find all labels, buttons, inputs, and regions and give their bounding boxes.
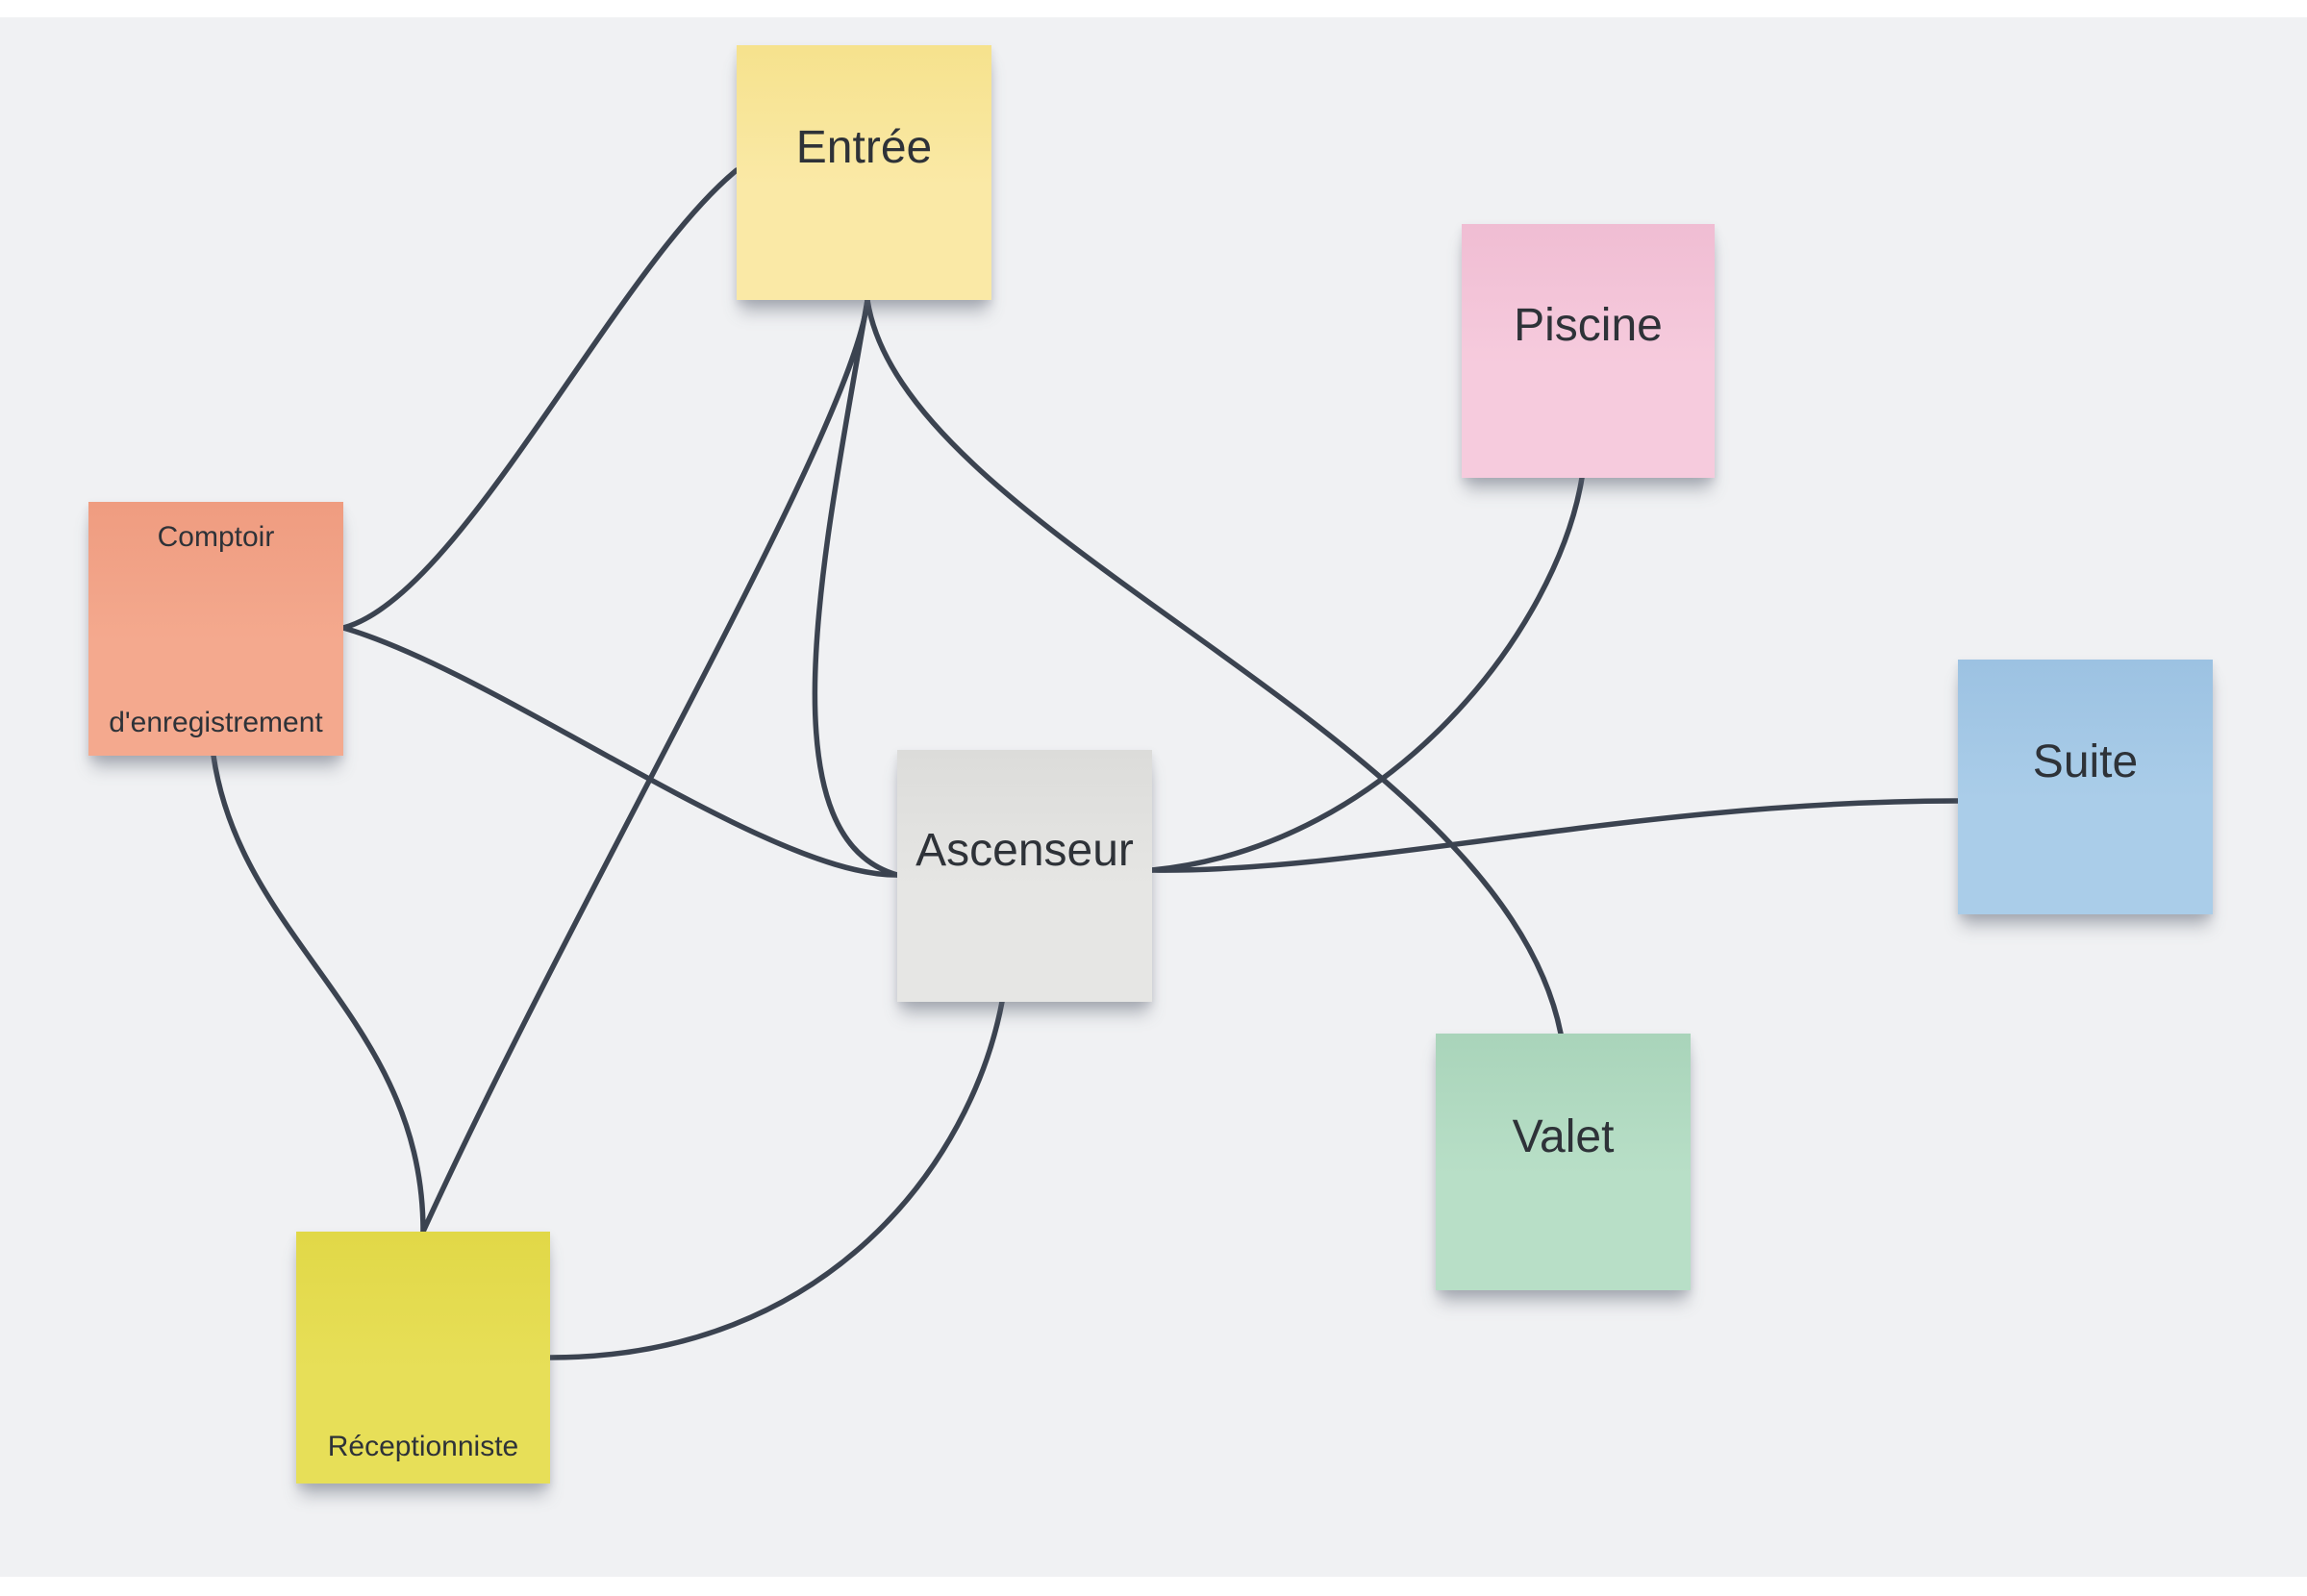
connector-comptoir-to-receptionniste[interactable] (211, 753, 426, 1234)
sticky-note-label: Ascenseur (915, 825, 1134, 876)
sticky-note-label: Piscine (1514, 300, 1663, 351)
sticky-note-label: d'enregistrement (109, 706, 323, 738)
connector-entree-to-ascenseur[interactable] (812, 297, 900, 878)
sticky-note-suite[interactable]: Suite (1958, 660, 2213, 914)
sticky-note-label: Valet (1512, 1110, 1615, 1162)
sticky-note-label: Entrée (795, 121, 933, 173)
sticky-note-label: Réceptionniste (327, 1430, 519, 1462)
connector-comptoir-to-ascenseur[interactable] (340, 625, 900, 878)
sticky-note-entree[interactable]: Entrée (737, 45, 991, 300)
sticky-note-valet[interactable]: Valet (1436, 1034, 1691, 1290)
sticky-note-comptoir-denregistrement[interactable]: Comptoir d'enregistrement (88, 502, 343, 756)
connector-comptoir-to-entree[interactable] (340, 167, 740, 631)
connector-ascenseur-to-suite[interactable] (1149, 798, 1961, 873)
sticky-note-ascenseur[interactable]: Ascenseur (897, 750, 1152, 1002)
connector-entree-to-valet[interactable] (865, 297, 1564, 1036)
sticky-note-label: Suite (2032, 736, 2139, 787)
sticky-note-receptionniste[interactable]: Réceptionniste (296, 1232, 550, 1484)
sticky-note-label: Comptoir (157, 521, 275, 553)
connector-entree-to-receptionniste[interactable] (420, 297, 870, 1234)
connector-piscine-to-ascenseur[interactable] (1149, 475, 1585, 873)
connector-ascenseur-to-receptionniste[interactable] (547, 999, 1005, 1360)
sticky-note-piscine[interactable]: Piscine (1462, 224, 1715, 478)
